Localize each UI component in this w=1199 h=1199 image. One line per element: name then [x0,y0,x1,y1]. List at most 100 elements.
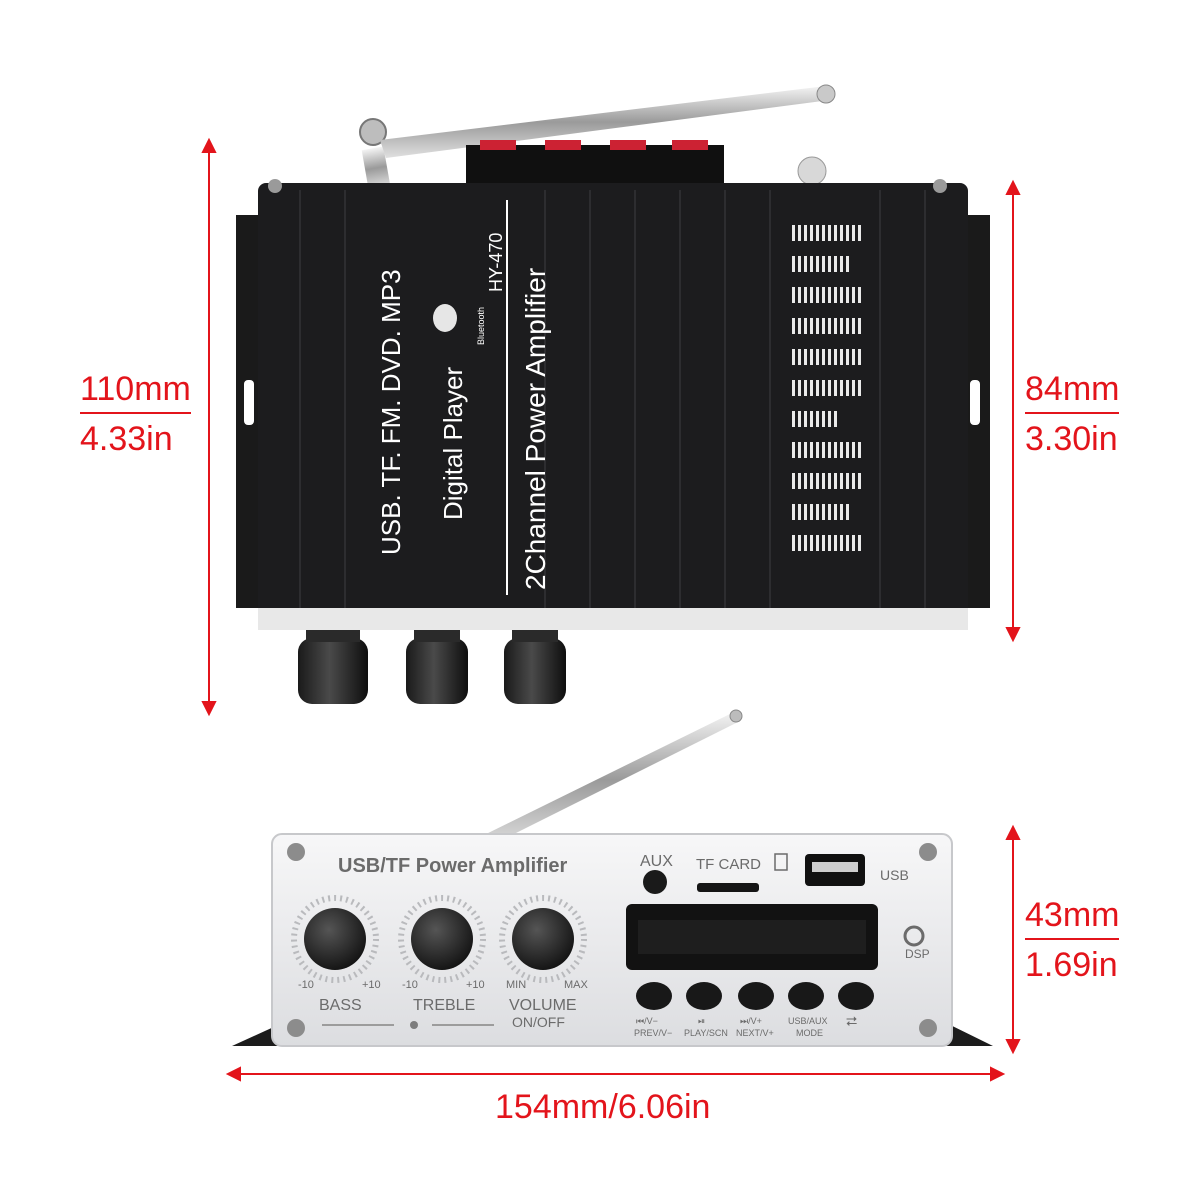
front-buttons[interactable] [636,982,874,1010]
vu-bar [804,349,807,365]
vu-bar [846,380,849,396]
tf-card-slot[interactable] [697,883,759,892]
vu-bar [792,380,795,396]
vu-bar [798,504,801,520]
vu-bar [852,535,855,551]
vu-bar [834,380,837,396]
model-text: HY-470 [486,233,506,292]
vu-bar [816,256,819,272]
vu-bar [852,225,855,241]
knob-labels: BASS TREBLE VOLUME ON/OFF [319,997,577,1030]
vu-bar [810,473,813,489]
vu-bar [828,473,831,489]
vu-bar [846,473,849,489]
vu-bar [810,411,813,427]
vu-bar [798,287,801,303]
vu-bar [792,349,795,365]
vu-bar [840,256,843,272]
svg-text:⏭/V+: ⏭/V+ [740,1016,762,1026]
svg-text:-10: -10 [402,979,418,991]
svg-text:⮂: ⮂ [846,1013,857,1029]
vu-bar [792,473,795,489]
svg-text:+10: +10 [362,979,381,991]
front-knobs[interactable] [291,895,587,983]
svg-text:PLAY/SCN: PLAY/SCN [684,1028,728,1038]
formats-text: USB. TF. FM. DVD. MP3 [376,269,406,555]
vu-bar [822,318,825,334]
front-width-dimension-label: 154mm/6.06in [495,1090,710,1124]
vu-bar [810,287,813,303]
speaker-terminals [466,140,724,189]
vu-bar [858,535,861,551]
vu-bar [822,442,825,458]
power-jack [797,156,827,186]
vu-bar [798,535,801,551]
front-width-text: 154mm/6.06in [495,1088,711,1126]
vu-bar [852,349,855,365]
svg-text:PREV/V−: PREV/V− [634,1028,672,1038]
button-labels: ⏮/V−PREV/V− ⏯PLAY/SCN ⏭/V+NEXT/V+ USB/AU… [634,1013,857,1038]
aux-label: AUX [640,853,673,870]
vu-bar [822,287,825,303]
vu-bar [798,442,801,458]
vu-bar [816,318,819,334]
svg-text:-10: -10 [298,979,314,991]
vu-bar [858,287,861,303]
tf-card-label: TF CARD [696,856,761,873]
svg-text:⏮/V−: ⏮/V− [636,1016,658,1026]
vu-bar [798,411,801,427]
vu-bar [840,318,843,334]
dsp-icon [903,925,925,947]
vu-bar [816,349,819,365]
vu-bar [852,318,855,334]
vu-bar [846,504,849,520]
vu-bar [816,287,819,303]
vu-bar [846,349,849,365]
vu-bar [792,411,795,427]
vu-bar [810,318,813,334]
vu-bar [834,473,837,489]
vu-bar [810,504,813,520]
front-edge [258,608,968,630]
vu-bar [804,473,807,489]
vu-bar [828,442,831,458]
bluetooth-icon [433,304,457,332]
vu-bar [858,318,861,334]
svg-text:BASS: BASS [319,997,362,1014]
vu-bar [822,349,825,365]
vu-bar [828,411,831,427]
vu-bar [846,287,849,303]
width-in: 3.30in [1025,420,1118,458]
vu-bar [816,411,819,427]
vu-bar [792,256,795,272]
vu-bar [804,318,807,334]
vu-bar [816,504,819,520]
vu-bar [828,318,831,334]
vu-bar [840,225,843,241]
vu-bar [858,380,861,396]
vu-bar [804,287,807,303]
front-panel [271,833,953,1047]
front-screws [287,843,937,1037]
vu-bar [810,225,813,241]
vu-bar [804,380,807,396]
amplifier-title-text: 2Channel Power Amplifier [520,268,551,590]
vu-bar [822,504,825,520]
vu-bar [840,535,843,551]
vu-bar [804,535,807,551]
svg-text:NEXT/V+: NEXT/V+ [736,1028,774,1038]
vu-bar [822,535,825,551]
vu-bar [840,380,843,396]
height-mm: 43mm [1025,898,1120,940]
vu-bar [840,504,843,520]
vu-bar [840,349,843,365]
vu-bar [798,256,801,272]
vu-bar [834,442,837,458]
vu-bar [804,256,807,272]
vu-bar [828,349,831,365]
vu-bar [822,256,825,272]
vu-bar [834,225,837,241]
vu-bar [828,535,831,551]
length-in: 4.33in [80,420,173,458]
